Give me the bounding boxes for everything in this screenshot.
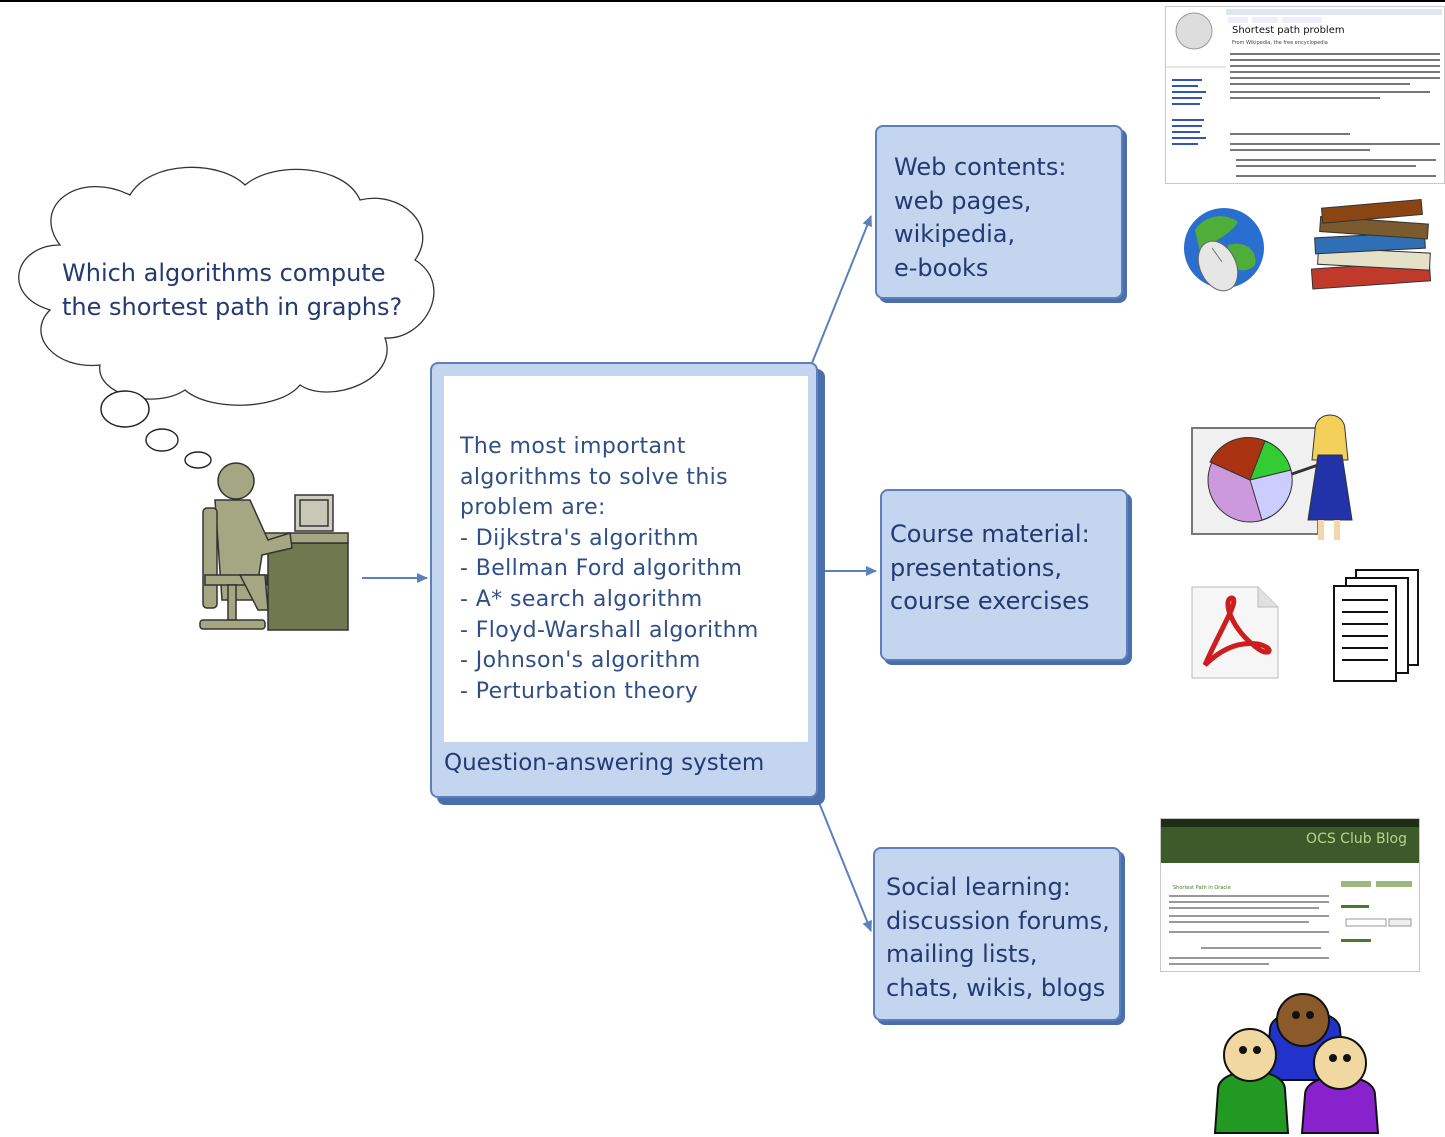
documents-stack-icon bbox=[1333, 569, 1419, 682]
answer-line: algorithms to solve this bbox=[460, 464, 729, 490]
answer-line: - Perturbation theory bbox=[460, 678, 699, 704]
answer-line: The most important bbox=[460, 434, 686, 459]
box-line: discussion forums, bbox=[886, 906, 1110, 935]
arrow-to-web bbox=[811, 215, 872, 364]
answer-line: - Dijkstra's algorithm bbox=[460, 525, 699, 551]
box-line: course exercises bbox=[890, 587, 1090, 615]
answer-line: - Johnson's algorithm bbox=[460, 648, 701, 674]
wikipedia-article-subtitle: From Wikipedia, the free encyclopedia bbox=[1232, 40, 1328, 46]
box-line: wikipedia, bbox=[894, 220, 1016, 248]
question-line: the shortest path in graphs? bbox=[62, 293, 403, 321]
arrow-to-social bbox=[817, 799, 872, 932]
qa-system-caption: Question-answering system bbox=[444, 750, 765, 776]
box-line: chats, wikis, blogs bbox=[886, 973, 1106, 1002]
books-stack-icon bbox=[1310, 198, 1432, 290]
box-line: e-books bbox=[894, 253, 989, 282]
presenter-pie-chart-icon bbox=[1191, 414, 1353, 540]
answer-line: - A* search algorithm bbox=[460, 586, 703, 612]
top-rule bbox=[0, 0, 1445, 2]
qa-system-box: The most important algorithms to solve t… bbox=[430, 362, 818, 798]
box-line: web pages, bbox=[894, 186, 1032, 215]
thought-cloud-icon bbox=[18, 166, 435, 469]
course-material-box: Course material: presentations, course e… bbox=[880, 489, 1128, 661]
people-group-icon bbox=[1213, 993, 1380, 1134]
blog-title: OCS Club Blog bbox=[1306, 831, 1407, 847]
blog-post-title: Shortest Path in Oracle bbox=[1173, 885, 1231, 891]
box-line: Web contents: bbox=[894, 153, 1067, 181]
answer-line: - Bellman Ford algorithm bbox=[460, 556, 743, 582]
question-line: Which algorithms compute bbox=[62, 259, 386, 287]
web-contents-box: Web contents: web pages, wikipedia, e-bo… bbox=[875, 125, 1123, 299]
answer-line: problem are: bbox=[460, 495, 606, 521]
answer-line: - Floyd-Warshall algorithm bbox=[460, 617, 759, 643]
social-learning-box: Social learning: discussion forums, mail… bbox=[873, 847, 1121, 1021]
box-line: presentations, bbox=[890, 553, 1063, 582]
blog-screenshot: OCS Club Blog Shortest Path in Oracle bbox=[1160, 818, 1420, 972]
wikipedia-article-title: Shortest path problem bbox=[1232, 25, 1345, 36]
qa-answer-panel: The most important algorithms to solve t… bbox=[444, 376, 808, 742]
pdf-file-icon bbox=[1191, 586, 1279, 679]
box-line: Social learning: bbox=[886, 873, 1071, 901]
wikipedia-screenshot-art bbox=[1166, 9, 1442, 177]
blog-screenshot-art bbox=[1161, 819, 1419, 965]
box-line: Course material: bbox=[890, 520, 1090, 548]
box-line: mailing lists, bbox=[886, 940, 1038, 968]
globe-mouse-icon bbox=[1184, 208, 1264, 292]
person-at-computer-icon bbox=[199, 462, 349, 631]
wikipedia-screenshot: Shortest path problem From Wikipedia, th… bbox=[1165, 6, 1445, 184]
qa-answer-text: The most important algorithms to solve t… bbox=[460, 432, 800, 707]
user-question: Which algorithms compute the shortest pa… bbox=[62, 256, 422, 324]
